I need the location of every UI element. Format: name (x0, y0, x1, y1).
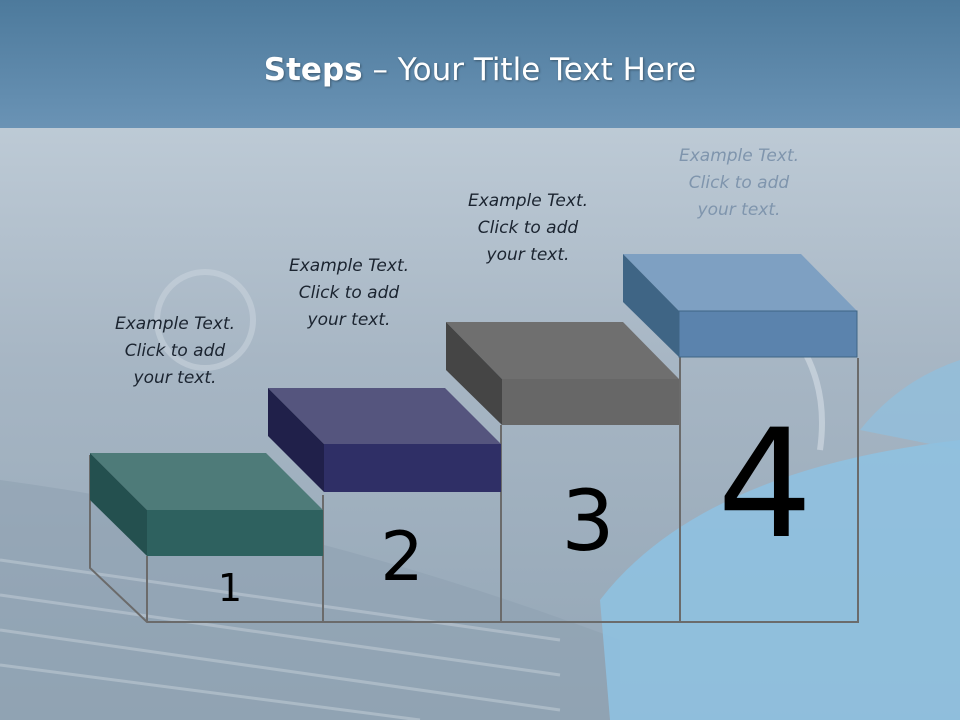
car-fender-top (860, 360, 960, 450)
step-4-caption-line1: Example Text. (678, 146, 800, 166)
title-rest: – Your Title Text Here (362, 52, 697, 88)
step-3-caption-line3: your text. (486, 245, 570, 265)
page-title[interactable]: Steps – Your Title Text Here (0, 52, 960, 88)
car-fender (600, 440, 960, 720)
step-4-number: 4 (717, 398, 813, 572)
step-3-caption-line2: Click to add (477, 218, 579, 238)
step-1-caption-line2: Click to add (124, 341, 226, 361)
step-2-caption-line3: your text. (307, 310, 391, 330)
step-2-number: 2 (380, 518, 424, 597)
step-block-2 (268, 388, 501, 492)
step-block-3 (446, 322, 679, 425)
step-4-caption[interactable]: Example Text. Click to add your text. (654, 143, 824, 224)
step-1-caption-line1: Example Text. (114, 314, 236, 334)
step-block-1 (90, 453, 323, 556)
step-1-number: 1 (217, 566, 243, 610)
step-3-caption[interactable]: Example Text. Click to add your text. (443, 188, 613, 269)
step-block-4 (623, 254, 858, 358)
step-3-caption-line1: Example Text. (467, 191, 589, 211)
step-2-caption[interactable]: Example Text. Click to add your text. (264, 253, 434, 334)
step-1-caption[interactable]: Example Text. Click to add your text. (90, 311, 260, 392)
step-2-caption-line1: Example Text. (288, 256, 410, 276)
grille-lines (0, 558, 561, 722)
step-4-caption-line3: your text. (697, 200, 781, 220)
step-3-number: 3 (561, 472, 615, 570)
step-4-caption-line2: Click to add (688, 173, 790, 193)
step-2-caption-line2: Click to add (298, 283, 400, 303)
engine-pulley (154, 269, 256, 371)
step-1-caption-line3: your text. (133, 368, 217, 388)
title-bold: Steps (263, 52, 363, 88)
header-band (0, 0, 960, 128)
